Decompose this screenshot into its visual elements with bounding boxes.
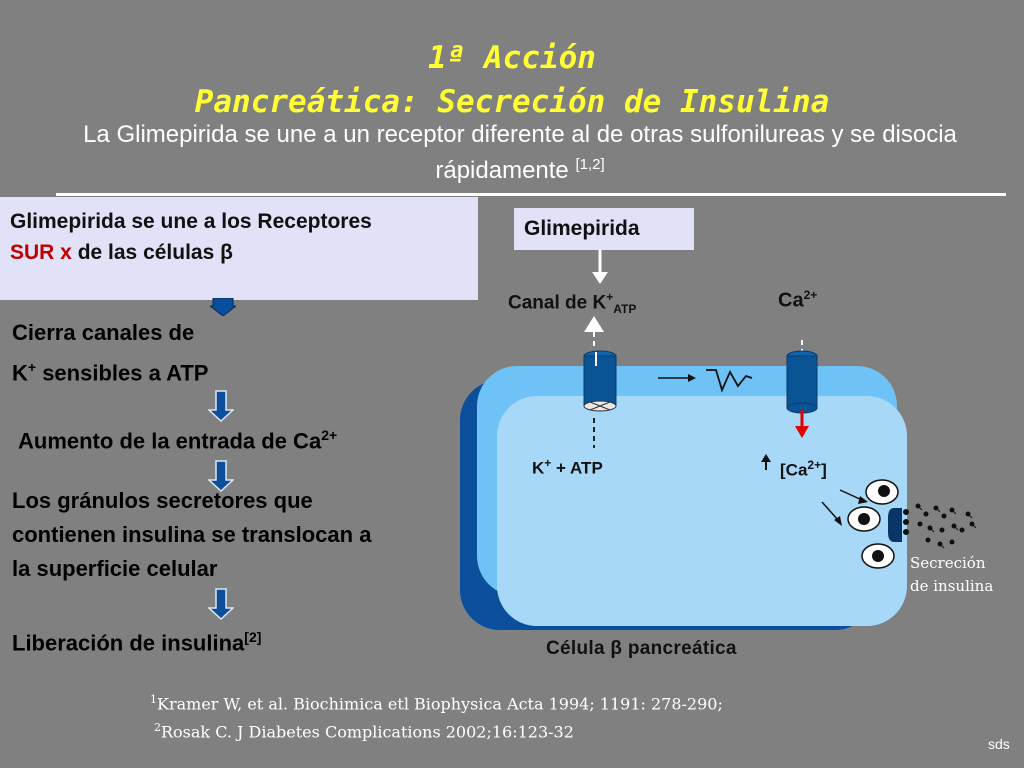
step-4-sup: [2] [244, 629, 262, 645]
step-1-line-1: Cierra canales de [12, 320, 195, 345]
step-1-k: K [12, 360, 28, 386]
arrow-line [839, 489, 863, 501]
ca-label: Ca2+ [778, 288, 817, 313]
step-4: Liberación de insulina[2] [12, 620, 261, 660]
references: 1Kramer W, et al. Biochimica etl Biophys… [150, 688, 723, 745]
ca-inner-sup: 2+ [807, 458, 822, 472]
glimepirida-box [514, 208, 694, 250]
glimepirida-label: Glimepirida [524, 217, 640, 240]
action-potential-icon [706, 369, 753, 393]
reference-2: 2Rosak C. J Diabetes Complications 2002;… [150, 716, 723, 744]
canal-label-text: Canal de K [508, 292, 607, 314]
secretion-line-1: Secreción [910, 554, 986, 572]
secretion-line-2: de insulina [910, 577, 994, 595]
secretion-label: Secreción de insulina [910, 552, 1020, 598]
subtitle: La Glimepirida se une a un receptor dife… [40, 120, 1000, 186]
down-arrow-icon [592, 250, 608, 284]
granule-icon [847, 506, 881, 532]
insulin-particle-tails [917, 505, 977, 549]
divider-line [56, 193, 1006, 196]
up-arrow-icon [584, 316, 604, 332]
k-atp-inner-label: K+ + ATP [532, 456, 603, 479]
step-3-line-3: la superficie celular [12, 556, 218, 581]
step-3-line-2: contienen insulina se translocan a [12, 522, 372, 547]
ca-inner-close: ] [821, 460, 827, 480]
step-1-line-2: K+ sensibles a ATP [12, 350, 208, 390]
granule-icon [861, 543, 895, 569]
down-arrow-icon [208, 588, 234, 620]
canal-label-sup: + [606, 290, 614, 304]
step-1: Cierra canales de K+ sensibles a ATP [12, 316, 208, 390]
subtitle-citation: [1,2] [575, 156, 605, 173]
step-1-rest: sensibles a ATP [36, 360, 209, 386]
subtitle-text: La Glimepirida se une a un receptor dife… [83, 121, 957, 184]
right-arrow-head [688, 374, 696, 382]
katp-rest: + ATP [551, 458, 603, 478]
up-arrow-head [761, 454, 771, 462]
left-box-line-1: Glimepirida se une a los Receptores [10, 210, 372, 233]
arrow-head [834, 516, 842, 526]
title-line-2: Pancreática: Secreción de Insulina [194, 84, 830, 120]
left-box-text: Glimepirida se une a los Receptores SUR … [10, 206, 476, 268]
arrow-head [858, 496, 868, 504]
step-3-line-1: Los gránulos secretores que [12, 488, 313, 513]
ca-label-text: Ca [778, 289, 804, 312]
channels-layer [583, 316, 818, 470]
katp-channel [583, 350, 617, 412]
footer-mark: sds [988, 736, 1010, 752]
ca-inner-open: [Ca [780, 460, 808, 480]
granule-icon [865, 479, 899, 505]
left-highlight-box [0, 197, 478, 300]
cell-label: Célula β pancreática [546, 638, 737, 659]
canal-k-atp-label: Canal de K+ATP [508, 290, 636, 316]
reference-1-sup: 1 [150, 693, 157, 706]
down-arrow-icon [210, 298, 236, 316]
reference-2-text: Rosak C. J Diabetes Complications 2002;1… [161, 722, 574, 742]
reference-2-sup: 2 [154, 721, 161, 735]
pancreatic-cell-diagram [460, 366, 907, 630]
down-arrow-icon [208, 460, 234, 492]
title-line-1: 1ª Acción [428, 40, 596, 76]
step-2-text: Aumento de la entrada de Ca [18, 428, 322, 454]
reference-1-text: Kramer W, et al. Biochimica etl Biophysi… [157, 694, 723, 714]
step-2-sup: 2+ [321, 427, 338, 443]
down-arrow-icon [208, 390, 234, 422]
ca-inner-label: [Ca2+] [780, 458, 827, 481]
step-4-text: Liberación de insulina [12, 630, 245, 656]
cell-interior [497, 396, 907, 626]
left-box-line-2: SUR x de las células β [10, 237, 476, 268]
red-arrow-head [795, 426, 809, 438]
step-3: Los gránulos secretores que contienen in… [12, 484, 371, 586]
step-2: Aumento de la entrada de Ca2+ [18, 418, 337, 458]
fused-granule-icon [888, 508, 902, 542]
katp-sup: + [544, 456, 552, 470]
canal-label-sub: ATP [613, 302, 637, 317]
sur-x-text: SUR x [10, 241, 72, 264]
granules-layer [821, 479, 977, 569]
insulin-particles [903, 503, 975, 547]
ca-label-sup: 2+ [803, 288, 818, 302]
step-1-k-sup: + [27, 359, 37, 375]
left-box-line-2-rest: de las células β [71, 241, 233, 264]
katp-k: K [532, 458, 545, 478]
reference-1: 1Kramer W, et al. Biochimica etl Biophys… [150, 688, 723, 716]
ca-channel [786, 350, 818, 414]
arrow-line [821, 501, 839, 521]
